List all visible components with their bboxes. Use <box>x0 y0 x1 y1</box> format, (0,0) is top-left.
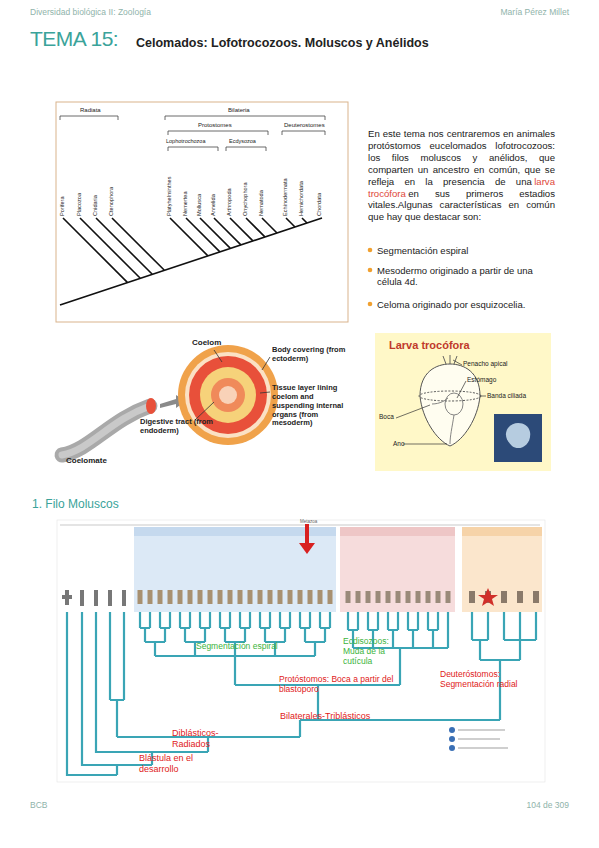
organism-icons <box>138 590 334 604</box>
illegible-legend <box>458 730 508 748</box>
page-title: TEMA 15: <box>30 27 118 52</box>
part-label: Tissue layer lining coelom and suspendin… <box>272 384 356 428</box>
annotation: Segmentación espiral <box>196 641 278 651</box>
taxon-name: Annelida <box>210 194 217 216</box>
taxon-name: Mollusca <box>196 194 203 216</box>
organism-icons <box>346 591 452 603</box>
worm-body <box>62 406 150 455</box>
part-label: Body covering (from ectoderm) <box>272 346 352 364</box>
cladogram-branches <box>60 218 322 305</box>
taxon-name: Hemichordata <box>298 181 305 216</box>
part-label: Banda ciliada <box>487 392 526 400</box>
part-label: Ano <box>393 440 405 448</box>
taxon-name: Nematoda <box>258 190 265 216</box>
group-label: Protostomes <box>198 122 232 129</box>
taxon-name: Onychophora <box>242 182 249 216</box>
taxon-name: Ctenophora <box>108 187 115 216</box>
figure-label: Coelomate <box>66 456 107 465</box>
phylogeny-branches <box>67 612 536 775</box>
body-covering <box>178 345 278 445</box>
bullet-dot <box>368 248 373 253</box>
mesoderm-layer <box>200 367 256 423</box>
legend-marker <box>449 745 455 751</box>
subtitle: Celomados: Lofotrocozoos. Moluscos y Ané… <box>136 36 429 51</box>
box-heading: Larva trocófora <box>389 339 470 352</box>
section-heading: 1. Filo Moluscos <box>32 497 119 511</box>
group-label: Ecdysozoa <box>229 138 256 144</box>
worm-section <box>146 398 156 414</box>
bullet-text: Celoma originado por esquizocelia. <box>377 299 557 310</box>
digestive-tract <box>211 378 245 412</box>
legend-marker <box>449 727 455 733</box>
marker-arrow <box>299 543 315 554</box>
ecdysozoa-band <box>340 527 455 612</box>
band-header <box>340 527 455 536</box>
running-header: Diversidad biológica II: Zoología <box>30 7 151 17</box>
legend-marker <box>449 736 455 742</box>
annotation: Diblásticos-Radiados <box>172 728 244 749</box>
annotation: Ecdisozoos: Muda de la cutícula <box>343 636 401 666</box>
organism-icons <box>62 590 124 606</box>
part-label: Digestive tract (from endoderm) <box>140 418 240 436</box>
taxon-name: Platyhelminthes <box>166 177 173 217</box>
figure-frame <box>57 520 545 782</box>
author-name: María Pérez Millet <box>501 7 570 17</box>
organism-icons <box>469 591 540 603</box>
annotation: Bilaterales-Triblásticos <box>280 711 370 722</box>
deuterostome-band <box>462 527 542 612</box>
protostome-band <box>134 527 336 612</box>
bullet-text: Mesodermo originado a partir de una célu… <box>377 265 557 287</box>
star-icon <box>478 588 498 606</box>
group-label: Bilateria <box>228 107 250 114</box>
paragraph: En este tema nos centraremos en animales… <box>368 128 555 223</box>
body-text: En este tema nos centraremos en animales… <box>368 128 555 187</box>
taxon-name: Cnidaria <box>92 195 99 216</box>
group-label: Metazoa <box>300 519 317 524</box>
group-label: Lophotrochozoa <box>166 138 205 144</box>
taxon-name: Arthropoda <box>226 188 233 216</box>
worm-body <box>62 406 150 455</box>
figure-frame <box>56 102 348 322</box>
figure-box: Larva trocóforaPenacho apicalEstómagoBan… <box>375 333 551 471</box>
group-bracket <box>60 116 325 151</box>
taxon-name: Placozoa <box>76 193 83 216</box>
gut-lumen <box>219 386 237 404</box>
marker-arrow <box>305 524 309 543</box>
zoom-arrow <box>160 395 186 408</box>
band-header <box>462 527 542 536</box>
annotation: Protóstomos: Boca a partir del blastopor… <box>279 674 411 694</box>
taxon-name: Chordata <box>316 193 323 216</box>
bullet-dot <box>368 302 373 307</box>
taxon-name: Porifera <box>59 196 66 216</box>
band-header <box>134 527 336 536</box>
leader-line <box>195 350 270 420</box>
annotation: Deuteróstomos: Segmentación radial <box>440 669 540 689</box>
group-label: Radiata <box>80 107 101 114</box>
bullet-text: Segmentación espiral <box>377 245 557 256</box>
footer-text: BCB <box>30 800 47 810</box>
part-label: Boca <box>379 413 394 421</box>
metazoa-bar <box>60 525 540 526</box>
part-label: Coelom <box>192 338 221 347</box>
group-label: Deuterostomes <box>284 122 325 129</box>
taxon-name: Echinodermata <box>282 178 289 216</box>
bullet-dot <box>368 268 373 273</box>
annotation: Blástula en el desarrollo <box>139 753 229 774</box>
part-label: Estómago <box>467 376 496 384</box>
page-number: 104 de 309 <box>526 800 569 810</box>
taxon-name: Nemertea <box>182 191 189 216</box>
part-label: Penacho apical <box>463 360 507 368</box>
